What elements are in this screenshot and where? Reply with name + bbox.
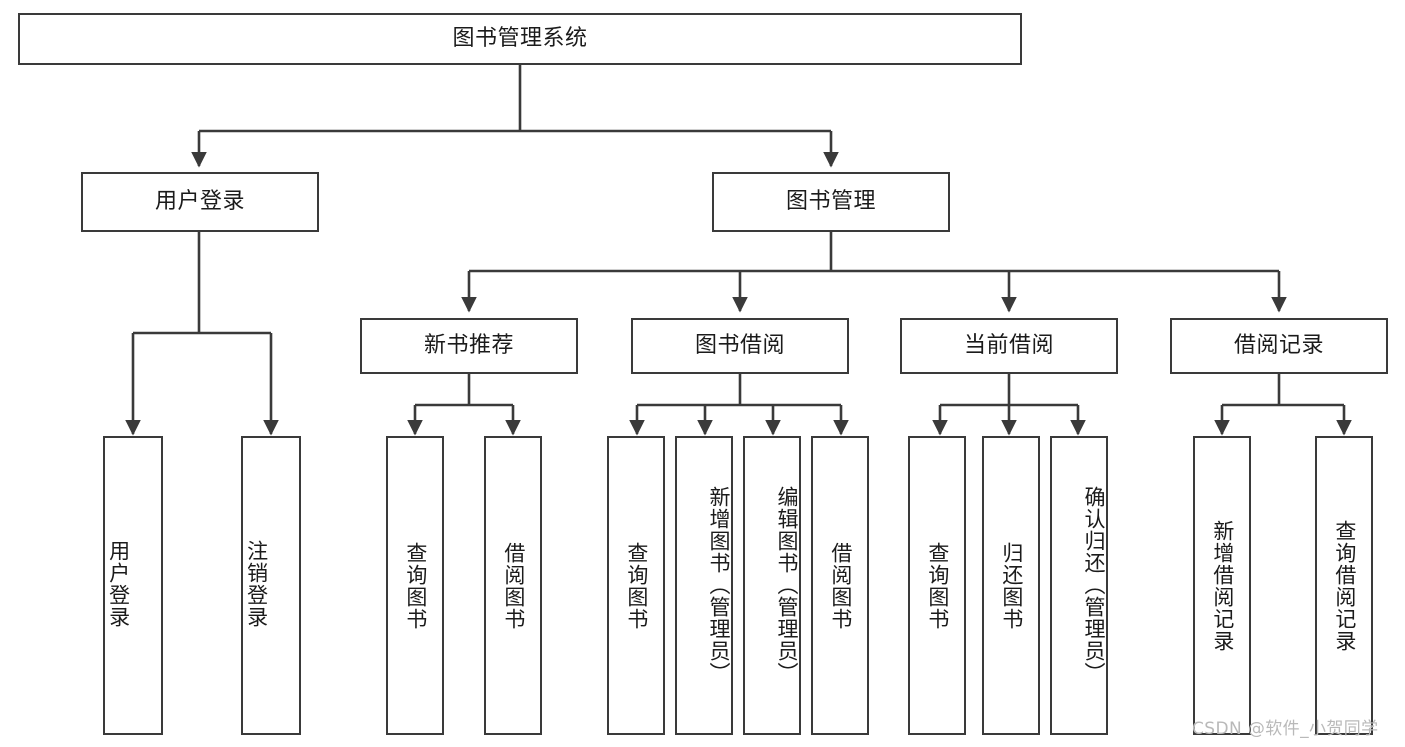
leaf-borrow-borrow-book[interactable]: 借阅图书: [811, 436, 869, 735]
leaf-current-confirm-return-admin[interactable]: 确认归还（管理员）: [1050, 436, 1108, 735]
node-new-book-recommend[interactable]: 新书推荐: [360, 318, 578, 374]
leaf-current-return-book[interactable]: 归还图书: [982, 436, 1040, 735]
node-root[interactable]: 图书管理系统: [18, 13, 1022, 65]
leaf-user-login-login[interactable]: 用户登录: [103, 436, 163, 735]
csdn-watermark: CSDN @软件_小贺同学: [1192, 719, 1379, 739]
leaf-record-query-record[interactable]: 查询借阅记录: [1315, 436, 1373, 735]
leaf-recommend-query-book[interactable]: 查询图书: [386, 436, 444, 735]
leaf-borrow-query-book[interactable]: 查询图书: [607, 436, 665, 735]
node-borrow-record[interactable]: 借阅记录: [1170, 318, 1388, 374]
leaf-current-query-book[interactable]: 查询图书: [908, 436, 966, 735]
leaf-recommend-borrow-book[interactable]: 借阅图书: [484, 436, 542, 735]
leaf-borrow-add-book-admin[interactable]: 新增图书（管理员）: [675, 436, 733, 735]
node-user-login[interactable]: 用户登录: [81, 172, 319, 232]
leaf-record-add-record[interactable]: 新增借阅记录: [1193, 436, 1251, 735]
node-book-manage[interactable]: 图书管理: [712, 172, 950, 232]
leaf-user-login-logout[interactable]: 注销登录: [241, 436, 301, 735]
node-current-borrow[interactable]: 当前借阅: [900, 318, 1118, 374]
node-book-borrow[interactable]: 图书借阅: [631, 318, 849, 374]
leaf-borrow-edit-book-admin[interactable]: 编辑图书（管理员）: [743, 436, 801, 735]
